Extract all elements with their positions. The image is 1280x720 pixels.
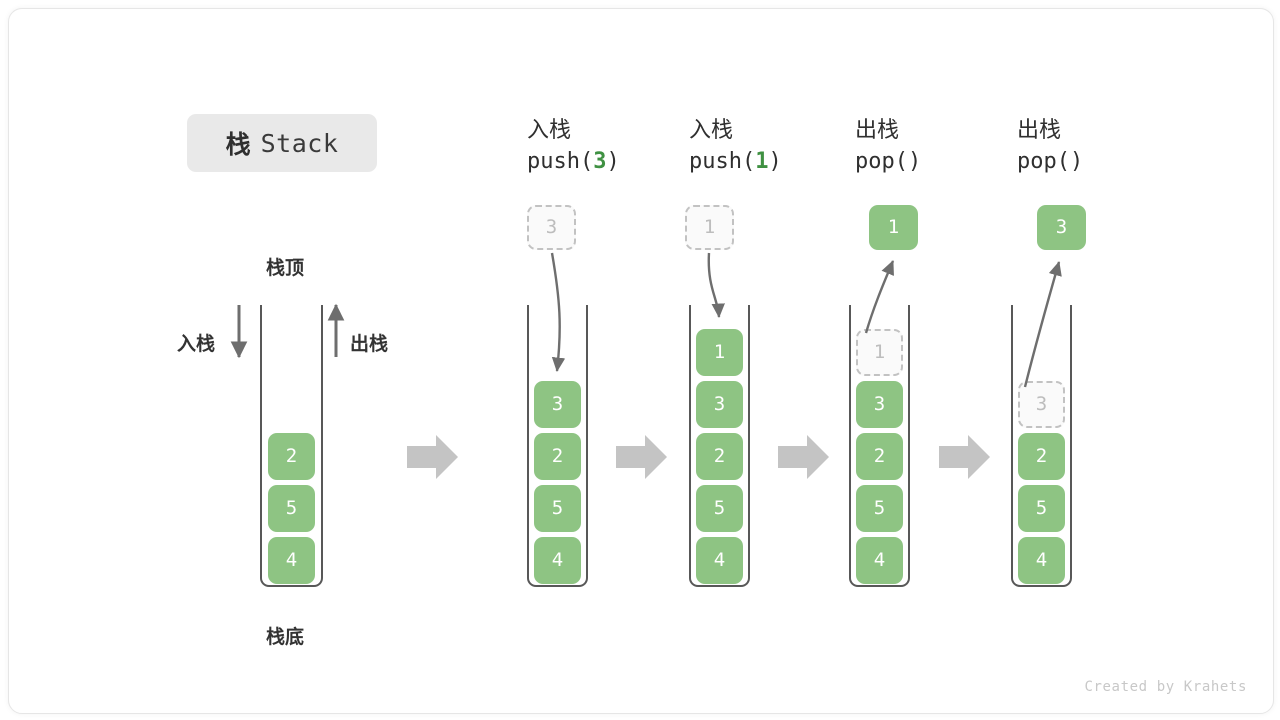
- stack-cell-push-1-4: 4: [696, 537, 743, 584]
- floating-cell-push-1: 1: [685, 205, 734, 250]
- label-pop-side: 出栈: [350, 334, 389, 355]
- stack-cell-pop-1-1: 1: [856, 329, 903, 376]
- stack-cell-push-1-2: 2: [696, 433, 743, 480]
- stack-container-push-1: [689, 305, 750, 587]
- label-push-side: 入栈: [177, 334, 216, 355]
- op-arg: 3: [593, 149, 607, 174]
- step-op-cn: 出栈: [1017, 117, 1062, 142]
- floating-cell-push-3: 3: [527, 205, 576, 250]
- flow-arrow-1: [407, 435, 458, 479]
- stack-container-pop-3: [1011, 305, 1072, 587]
- title-en: Stack: [260, 128, 339, 158]
- stack-cell-push-1-5: 5: [696, 485, 743, 532]
- step-header-pop-3: 出栈 pop(): [1017, 115, 1083, 179]
- op-prefix: push(: [527, 149, 594, 174]
- stack-container-pop-1: [849, 305, 910, 587]
- op-prefix: pop(: [1017, 149, 1070, 174]
- diagram-canvas: 栈 Stack 栈顶 栈底 入栈 出栈 入栈 push(3) 入栈 push(1…: [8, 8, 1274, 714]
- step-header-pop-1: 出栈 pop(): [855, 115, 921, 179]
- op-prefix: pop(: [855, 149, 908, 174]
- op-suffix: ): [907, 149, 922, 174]
- stack-cell-pop-3-4: 4: [1018, 537, 1065, 584]
- flow-arrow-2: [616, 435, 667, 479]
- op-prefix: push(: [689, 149, 756, 174]
- stack-cell-initial-4: 4: [268, 537, 315, 584]
- step-op-code: push(1): [689, 145, 782, 179]
- stack-cell-push-1-1: 1: [696, 329, 743, 376]
- stack-cell-pop-1-2: 2: [856, 433, 903, 480]
- stack-container-push-3: [527, 305, 588, 587]
- op-arg: 1: [755, 149, 769, 174]
- stack-cell-pop-1-3: 3: [856, 381, 903, 428]
- stack-container-initial: [260, 305, 323, 587]
- floating-cell-pop-3: 3: [1037, 205, 1086, 250]
- label-stack-bottom: 栈底: [266, 627, 305, 648]
- stack-cell-push-3-3: 3: [534, 381, 581, 428]
- stack-cell-pop-3-5: 5: [1018, 485, 1065, 532]
- step-header-push-1: 入栈 push(1): [689, 115, 782, 179]
- stack-cell-push-3-4: 4: [534, 537, 581, 584]
- flow-arrow-3: [778, 435, 829, 479]
- step-op-cn: 入栈: [689, 117, 734, 142]
- step-op-code: pop(): [1017, 145, 1083, 179]
- step-op-code: push(3): [527, 145, 620, 179]
- stack-cell-initial-2: 2: [268, 433, 315, 480]
- footer-credit: Created by Krahets: [1084, 679, 1247, 695]
- title-cn: 栈: [225, 131, 252, 159]
- op-suffix: ): [606, 149, 620, 174]
- op-suffix: ): [1069, 149, 1084, 174]
- diagram-title-chip: 栈 Stack: [187, 114, 377, 172]
- step-op-cn: 出栈: [855, 117, 900, 142]
- label-stack-top: 栈顶: [266, 258, 305, 279]
- stack-cell-pop-3-2: 2: [1018, 433, 1065, 480]
- stack-cell-push-3-5: 5: [534, 485, 581, 532]
- floating-cell-pop-1: 1: [869, 205, 918, 250]
- step-op-code: pop(): [855, 145, 921, 179]
- stack-cell-push-1-3: 3: [696, 381, 743, 428]
- op-suffix: ): [768, 149, 782, 174]
- stack-cell-push-3-2: 2: [534, 433, 581, 480]
- stack-cell-pop-1-5: 5: [856, 485, 903, 532]
- stack-cell-pop-1-4: 4: [856, 537, 903, 584]
- flow-arrow-4: [939, 435, 990, 479]
- stack-cell-initial-5: 5: [268, 485, 315, 532]
- step-op-cn: 入栈: [527, 117, 572, 142]
- step-header-push-3: 入栈 push(3): [527, 115, 620, 179]
- stack-cell-pop-3-3: 3: [1018, 381, 1065, 428]
